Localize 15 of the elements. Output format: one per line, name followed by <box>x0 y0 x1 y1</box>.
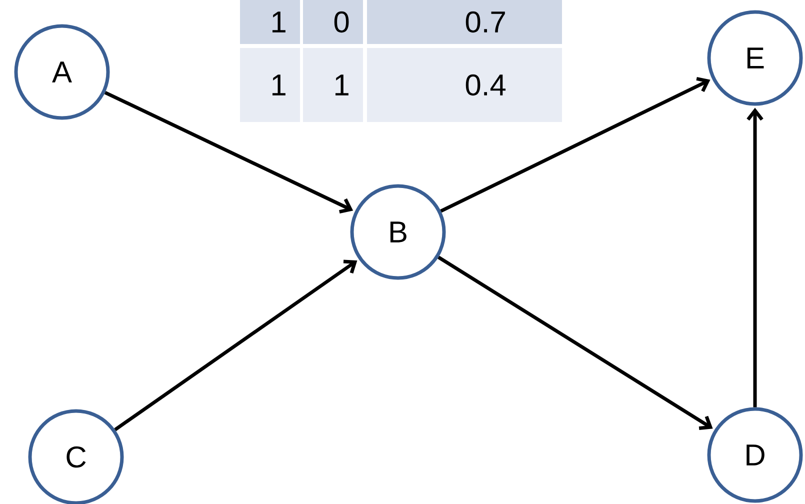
circle-node: B <box>350 184 446 280</box>
arrow <box>746 108 764 408</box>
table-cell: 1 <box>240 0 300 44</box>
arrow <box>440 76 710 213</box>
table-cell: 0.4 <box>367 48 562 122</box>
circle-node: A <box>14 24 110 120</box>
circle-node: E <box>707 10 803 106</box>
arrow <box>114 260 358 432</box>
table-cell: 0.7 <box>367 0 562 44</box>
table-cell: 0 <box>303 0 363 44</box>
table-cell: 1 <box>303 48 363 122</box>
arrow <box>438 256 713 430</box>
arrow <box>104 90 354 214</box>
circle-node: D <box>707 407 803 503</box>
table-cell: 1 <box>240 48 300 122</box>
